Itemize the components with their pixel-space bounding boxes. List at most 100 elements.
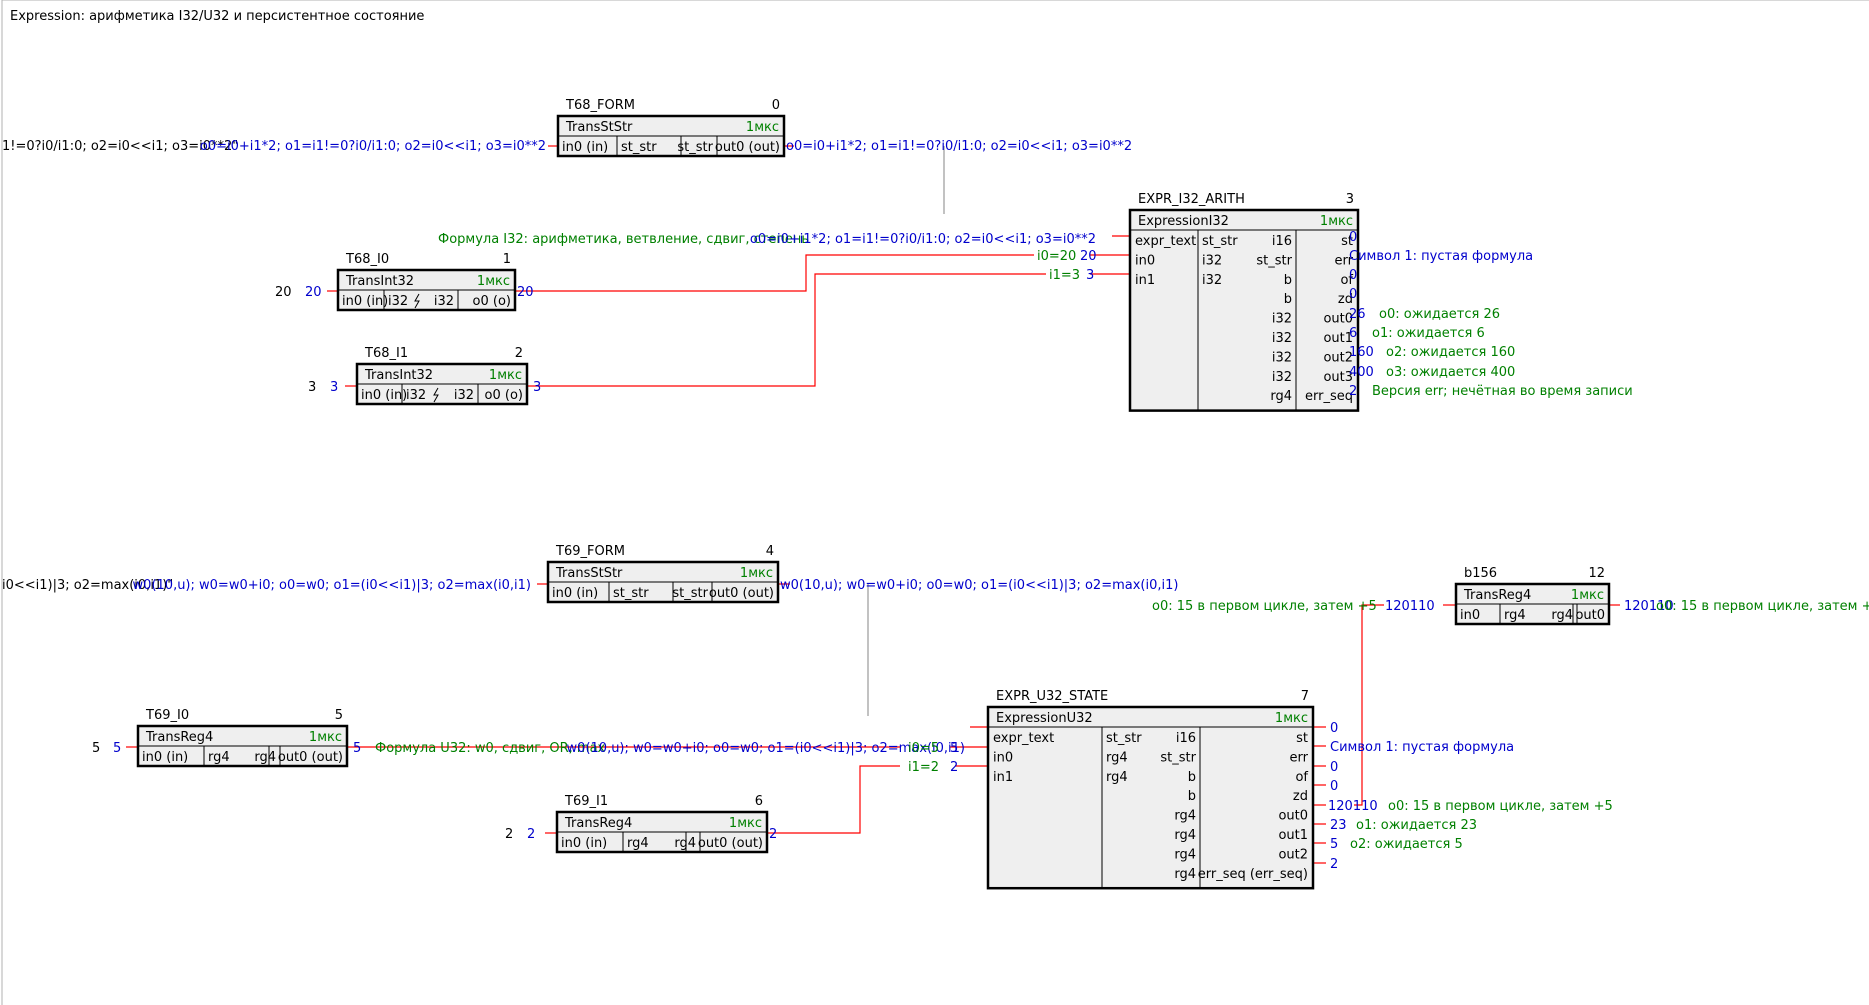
block-index: 6: [755, 794, 763, 809]
port-out0: out0 (out): [698, 836, 763, 851]
output-port-out0: out0: [1323, 312, 1353, 327]
block-timing: 1мкс: [477, 274, 510, 289]
block-type: ExpressionU32: [996, 711, 1093, 726]
wire-label-l1: 1!=0?i0/i1:0; o2=i0<<i1; o3=i0**2": [2, 139, 238, 154]
output-port-err-seq: err_seq: [1305, 389, 1353, 404]
block-timing: 1мкс: [1320, 214, 1353, 229]
wire-label-l11: 20: [305, 285, 322, 300]
wire-label-l51: 0: [1330, 760, 1338, 775]
output-type: i32: [1272, 350, 1292, 365]
port-type: i32: [434, 294, 454, 309]
port-type: rg4: [1551, 608, 1573, 623]
wire-label-l4: Формула I32: арифметика, ветвление, сдви…: [438, 232, 809, 247]
block-name: EXPR_I32_ARITH: [1138, 192, 1245, 207]
output-type: rg4: [1174, 847, 1196, 862]
wire-label-l40: 5: [113, 741, 121, 756]
wire-label-l30: i0<<i1)|3; o2=max(i0,i1)": [2, 578, 173, 593]
block-name: T68_I1: [364, 346, 408, 361]
lightning-icon: [414, 293, 420, 309]
port-in0: in0 (in): [342, 294, 388, 309]
input-type: rg4: [1106, 750, 1128, 765]
output-port-out1: out1: [1278, 828, 1308, 843]
input-port-in1: in1: [993, 770, 1013, 785]
block-name: T69_FORM: [555, 544, 625, 559]
output-type: rg4: [1174, 809, 1196, 824]
output-type: st_str: [1160, 750, 1196, 765]
wire-label-l28: 2: [1349, 384, 1357, 399]
block-name: T68_I0: [345, 252, 389, 267]
wire-label-l6: i0=20: [1037, 249, 1076, 264]
port-in0: in0: [1460, 608, 1480, 623]
block-timing: 1мкс: [729, 816, 762, 831]
wire: [1354, 604, 1384, 806]
wire-label-l29: Версия err; нечётная во время записи: [1372, 384, 1633, 399]
input-type: rg4: [1106, 770, 1128, 785]
block-index: 0: [772, 98, 780, 113]
output-port-out2: out2: [1278, 847, 1308, 862]
block-timing: 1мкс: [746, 120, 779, 135]
wire-label-l59: 2: [1330, 857, 1338, 872]
output-type: b: [1284, 273, 1292, 288]
block-index: 7: [1301, 689, 1309, 704]
block-index: 12: [1588, 566, 1605, 581]
block-type: TransReg4: [145, 730, 213, 745]
output-type: rg4: [1174, 828, 1196, 843]
output-port-st: st: [1296, 731, 1308, 746]
block-timing: 1мкс: [1275, 711, 1308, 726]
wire-label-l3: o0=i0+i1*2; o1=i1!=0?i0/i1:0; o2=i0<<i1;…: [200, 139, 546, 154]
wire-label-l37: Формула U32: w0, сдвиг, OR, max: [375, 741, 606, 756]
wire-label-l9: 3: [1086, 268, 1094, 283]
wire-label-l12: 20: [517, 285, 534, 300]
block-type: TransReg4: [1463, 588, 1531, 603]
port-type: st_str: [613, 586, 649, 601]
input-type: st_str: [1202, 234, 1238, 249]
output-port-out1: out1: [1323, 331, 1353, 346]
input-type: st_str: [1106, 731, 1142, 746]
diagram-title: Expression: арифметика I32/U32 и персист…: [10, 9, 424, 24]
port-in0: in0 (in): [142, 750, 188, 765]
wire-label-l21: o0: ожидается 26: [1379, 307, 1500, 322]
output-port-of: of: [1340, 273, 1353, 288]
output-type: b: [1284, 292, 1292, 307]
output-port-st: st: [1341, 234, 1353, 249]
block-index: 3: [1346, 192, 1354, 207]
block-index: 4: [766, 544, 774, 559]
output-port-out0: out0: [1278, 809, 1308, 824]
port-in0: in0 (in): [552, 586, 598, 601]
block-index: 2: [515, 346, 523, 361]
port-out0: out0 (out): [278, 750, 343, 765]
output-type: i32: [1272, 370, 1292, 385]
block-type: ExpressionI32: [1138, 214, 1229, 229]
block-type: TransReg4: [564, 816, 632, 831]
wire-label-l48: 2: [769, 827, 777, 842]
block-name: T69_I1: [564, 794, 608, 809]
block-name: b156: [1464, 566, 1497, 581]
output-type: i16: [1176, 731, 1196, 746]
port-out0: out0 (out): [709, 586, 774, 601]
block-timing: 1мкс: [740, 566, 773, 581]
port-type: st_str: [672, 586, 708, 601]
wire-label-l17: Символ 1: пустая формула: [1349, 249, 1533, 264]
wire-label-l18: 0: [1349, 268, 1357, 283]
port-in0: in0 (in): [562, 140, 608, 155]
port-in0: in0 (in): [361, 388, 407, 403]
block-frame: [986, 705, 1315, 890]
wire-label-l46: 2: [505, 827, 513, 842]
wire-label-l19: 0: [1349, 287, 1357, 302]
input-port-expr_text: expr_text: [1135, 234, 1196, 249]
block-index: 5: [335, 708, 343, 723]
wire-label-l31: w0(10,u); w0=w0+i0; o0=w0; o1=(i0<<i1)|3…: [133, 578, 531, 593]
output-port-err: err: [1290, 750, 1309, 765]
wire-label-l53: 120110: [1328, 799, 1378, 814]
block-type: TransStStr: [565, 120, 633, 135]
